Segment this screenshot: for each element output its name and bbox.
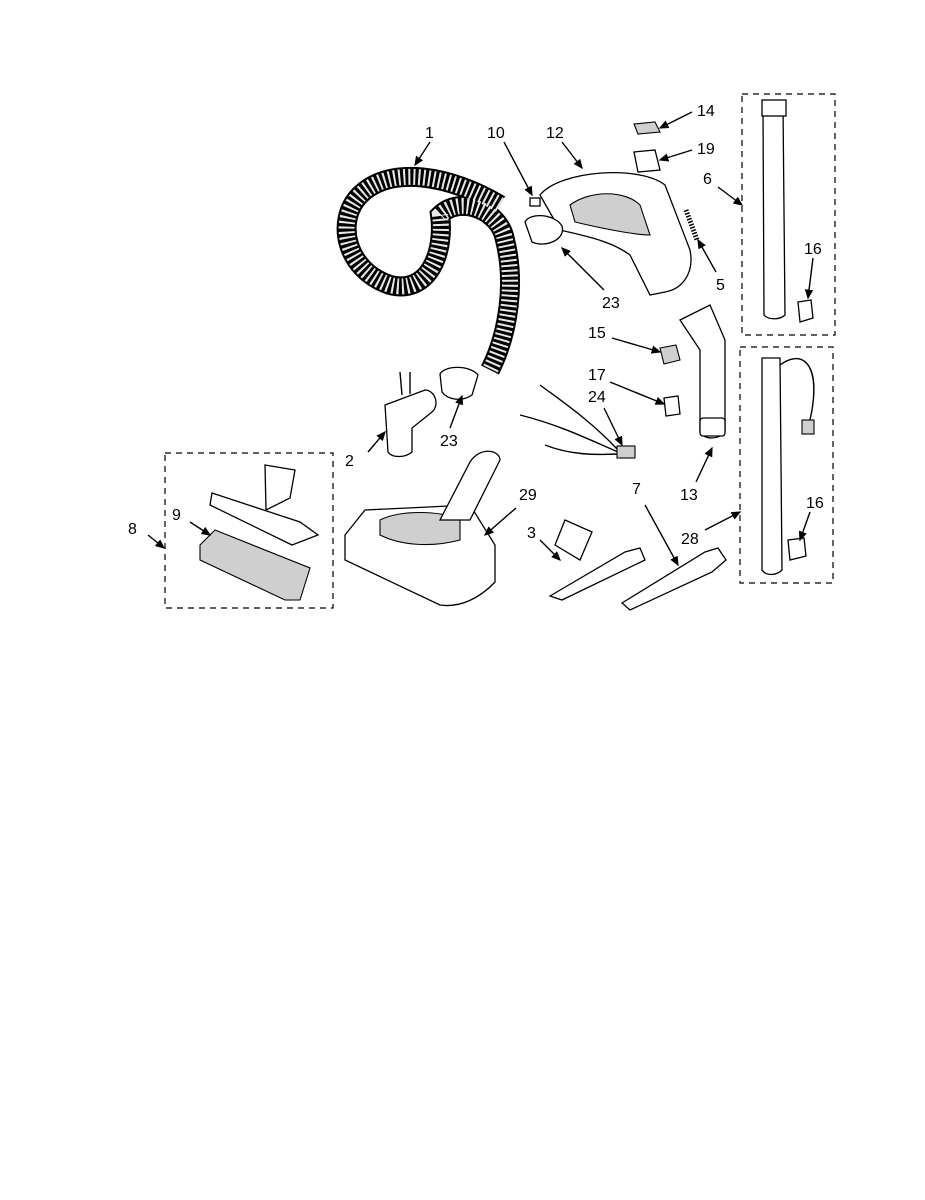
handle-part <box>524 172 692 296</box>
spring-part <box>683 209 700 241</box>
wiring-harness-part <box>519 384 636 459</box>
callout-5: 5 <box>716 277 725 294</box>
coupling-23a-part <box>439 366 479 400</box>
callout-labels: 1 10 12 14 19 6 16 5 23 15 17 24 2 23 13… <box>128 103 824 548</box>
clip-17-part <box>663 395 681 417</box>
callout-23-lower: 23 <box>440 433 458 450</box>
clip-16a-part <box>797 299 814 323</box>
screw-part <box>529 197 541 207</box>
floor-tool-part <box>199 464 320 601</box>
callout-9: 9 <box>172 507 181 524</box>
callout-13: 13 <box>680 487 698 504</box>
hose-part <box>336 166 520 375</box>
callout-14: 14 <box>697 103 715 120</box>
group-box-wand-upper <box>741 93 836 336</box>
switch-19-part <box>633 149 661 173</box>
callout-10: 10 <box>487 125 505 142</box>
wand-lower-part <box>761 357 815 576</box>
callout-1: 1 <box>425 125 434 142</box>
callout-23-upper: 23 <box>602 295 620 312</box>
power-nozzle-part <box>344 450 501 607</box>
clip-15-part <box>659 344 681 365</box>
callout-19: 19 <box>697 141 715 158</box>
callout-17: 17 <box>588 367 606 384</box>
group-box-floor-tool <box>164 452 334 609</box>
dusting-tool-part <box>548 519 646 601</box>
wand-upper-part <box>761 99 787 320</box>
callout-3: 3 <box>527 525 536 542</box>
callout-2: 2 <box>345 453 354 470</box>
group-box-wand-lower <box>739 346 834 584</box>
callout-7: 7 <box>632 481 641 498</box>
callout-24: 24 <box>588 389 606 406</box>
wand-connector-part <box>679 304 726 439</box>
callout-16-lower: 16 <box>806 495 824 512</box>
clip-16b-part <box>787 537 807 561</box>
swivel-connector-part <box>384 371 437 458</box>
callout-15: 15 <box>588 325 606 342</box>
callout-28: 28 <box>681 531 699 548</box>
callout-8: 8 <box>128 521 137 538</box>
leader-lines <box>147 111 814 567</box>
callout-29: 29 <box>519 487 537 504</box>
callout-6: 6 <box>703 171 712 188</box>
callout-12: 12 <box>546 125 564 142</box>
callout-16-upper: 16 <box>804 241 822 258</box>
crevice-tool-part <box>620 547 727 611</box>
clip-14-part <box>633 121 661 135</box>
